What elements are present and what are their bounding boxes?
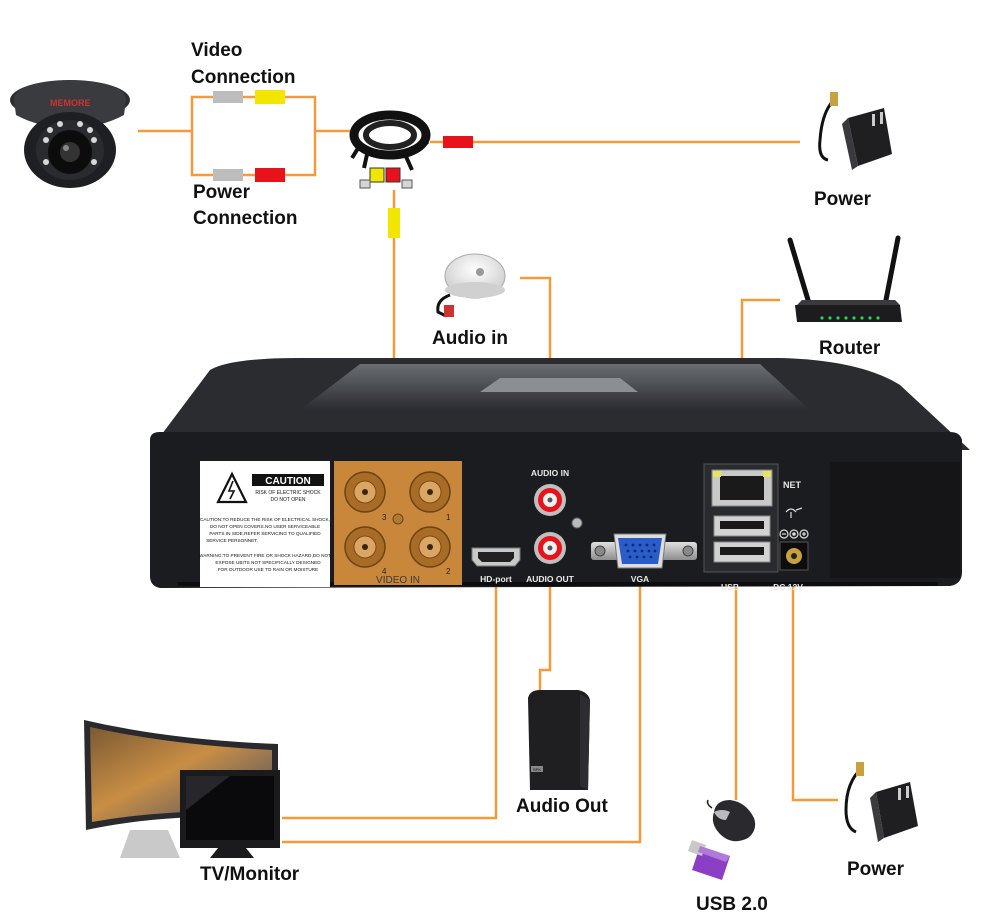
bnc-number-3: 3: [382, 513, 387, 522]
cable-coil: [349, 110, 431, 189]
video-in-ports: 3 1 4 2 VIDEO IN: [334, 461, 462, 586]
hd-port-label: HD-port: [480, 574, 512, 584]
bnc-number-1: 1: [446, 513, 451, 522]
power-connection-label-line2: Connection: [193, 208, 298, 229]
audio-out-port-label: AUDIO OUT: [526, 574, 575, 584]
router: [787, 235, 902, 322]
dc-polarity-symbol: [779, 529, 809, 539]
caution-line-7: FOR OUTDOOR USE TO RAIN OR MOISTURE: [218, 567, 319, 572]
audio-in-label: Audio in: [432, 328, 508, 349]
audio-out-label: Audio Out: [516, 796, 608, 817]
caution-label: CAUTION RISK OF ELECTRIC SHOCK DO NOT OP…: [199, 461, 331, 587]
wire-vga: [282, 568, 642, 844]
video-connection-label-line2: Connection: [191, 67, 296, 88]
dome-camera: MEMORE: [10, 80, 130, 188]
speaker: SPK: [528, 690, 590, 790]
usb-port-label: USB: [721, 582, 739, 592]
power-connection-label-line1: Power: [193, 182, 251, 203]
usb-label: USB 2.0: [696, 894, 768, 915]
audio-in-port-label: AUDIO IN: [531, 468, 569, 478]
caution-title: CAUTION: [265, 476, 311, 487]
dc-label: DC 12V: [773, 582, 803, 592]
net-usb-ports: USB: [703, 463, 779, 592]
video-connection-label-line1: Video: [191, 40, 243, 61]
net-label: NET: [783, 480, 802, 490]
dc-power-jack: [779, 541, 809, 571]
caution-line-4: SERVICE PERSONNET.: [206, 538, 258, 543]
bnc-number-4: 4: [382, 567, 387, 576]
usb-flash-drive: [688, 840, 730, 880]
router-label: Router: [819, 338, 881, 359]
caution-line-2: DO NOT OPEN COVERS.NO USER SERVICEABLE: [210, 524, 320, 529]
power-adapter-bottom: [844, 762, 918, 842]
caution-line-6: EXPOSE UBITS NOT SPECIFICALLY DESIGNED: [215, 560, 321, 565]
wire-camera-split: [138, 95, 350, 177]
speaker-brand: SPK: [533, 767, 541, 772]
microphone: [436, 253, 506, 318]
power-bottom-label: Power: [847, 859, 905, 880]
video-plug-yellow: [388, 208, 400, 238]
video-plug-set: [213, 90, 285, 182]
audio-in-port: AUDIO IN: [531, 468, 569, 516]
ground-screw: [571, 517, 583, 529]
hdmi-port: HD-port: [471, 547, 521, 584]
audio-out-port: AUDIO OUT: [526, 532, 575, 584]
tv-monitor: [180, 770, 280, 858]
wires: [138, 95, 838, 844]
wire-audio-out: [538, 570, 552, 690]
antenna-symbol: [785, 507, 803, 518]
bnc-number-2: 2: [446, 567, 451, 576]
camera-brand: MEMORE: [50, 98, 91, 108]
wire-hdmi: [282, 578, 498, 820]
tv-monitor-label: TV/Monitor: [200, 864, 300, 885]
dvr-recorder: CAUTION RISK OF ELECTRIC SHOCK DO NOT OP…: [150, 358, 970, 592]
caution-subtitle-2: DO NOT OPEN: [271, 497, 306, 503]
caution-line-3: PARTS IN SIDE.REFER SERVICING TO QUALIFI…: [209, 531, 321, 536]
power-top-label: Power: [814, 189, 872, 210]
vga-label: VGA: [631, 574, 649, 584]
wire-dc: [791, 548, 838, 802]
power-adapter-top: [818, 92, 892, 170]
caution-subtitle-1: RISK OF ELECTRIC SHOCK: [255, 490, 321, 496]
vga-port: VGA: [591, 533, 697, 584]
caution-line-5: WARNING:TO PREVENT FIRE OR SHOCK HAZARD,…: [199, 553, 331, 558]
caution-line-1: CAUTION:TO REDUCE THE RISK OF ELECTRICAL…: [200, 517, 330, 522]
video-in-label: VIDEO IN: [376, 575, 420, 586]
usb-mouse: [706, 799, 756, 842]
power-plug-red: [443, 136, 473, 148]
